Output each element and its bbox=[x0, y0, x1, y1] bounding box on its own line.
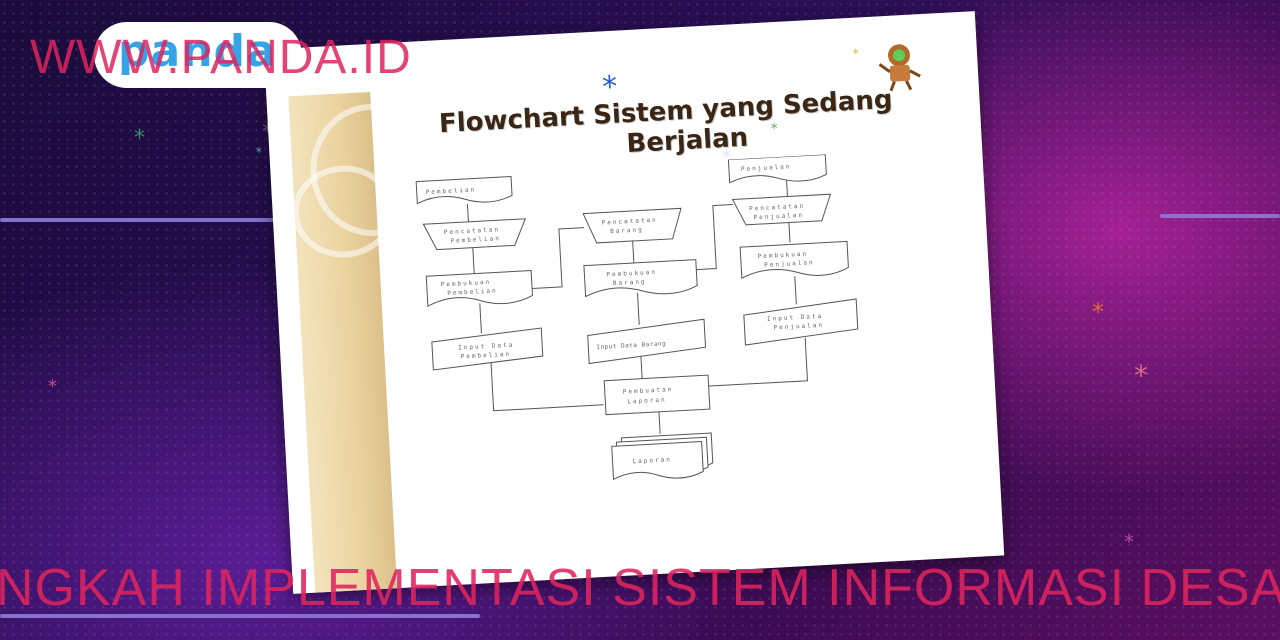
node-pembuatan-laporan-text-1: Pembuatan bbox=[623, 386, 674, 396]
node-penjualan bbox=[727, 153, 827, 184]
node-penjualan-text: Penjualan bbox=[741, 163, 792, 173]
node-pembukuan-penjualan-text-2: Penjualan bbox=[764, 259, 815, 269]
star-icon: * bbox=[256, 145, 262, 159]
node-input-data-penjualan-text-1: Input Data bbox=[767, 313, 823, 323]
node-pencatatan-penjualan-text-1: Pencatatan bbox=[749, 203, 805, 213]
flowchart-slide: * * * * Flowchart Sistem yang Sedang Ber… bbox=[263, 11, 1005, 594]
node-pencatatan-barang-text-1: Pencatatan bbox=[601, 217, 657, 227]
star-icon: * bbox=[852, 46, 860, 61]
panda-logo: panda bbox=[118, 26, 277, 77]
watermark-url: WWW.PANDA.ID bbox=[30, 31, 412, 84]
node-laporan-text: Laporan bbox=[632, 456, 672, 465]
node-laporan bbox=[611, 432, 714, 481]
node-pembukuan-barang-text-1: Pembukuan bbox=[606, 269, 657, 279]
star-icon: * bbox=[1124, 530, 1134, 554]
node-pencatatan-pembelian-text-2: Pembelian bbox=[450, 235, 501, 245]
node-input-data-pembelian-text-1: Input Data bbox=[458, 342, 514, 352]
node-pembukuan-barang bbox=[583, 259, 698, 298]
node-pembukuan-penjualan-text-1: Pembukuan bbox=[758, 251, 809, 261]
node-pembelian bbox=[415, 175, 513, 205]
node-pencatatan-pembelian bbox=[422, 218, 527, 251]
node-input-data-barang-text: Input Data Barang bbox=[596, 340, 666, 351]
node-pembukuan-penjualan bbox=[739, 240, 849, 279]
star-icon: * bbox=[48, 376, 57, 397]
node-pembukuan-pembelian-text-2: Pembelian bbox=[447, 287, 498, 297]
flowchart-diagram: Pembelian Pencatatan Pembelian Pembukuan… bbox=[415, 153, 859, 481]
bottom-caption: NGKAH IMPLEMENTASI SISTEM INFORMASI DESA bbox=[0, 559, 1280, 617]
node-pencatatan-barang bbox=[582, 207, 682, 244]
star-icon: * bbox=[1134, 359, 1148, 392]
node-pencatatan-penjualan-text-2: Penjualan bbox=[753, 212, 804, 222]
node-pembukuan-pembelian-text-1: Pembukuan bbox=[441, 279, 492, 289]
node-pembukuan-barang-text-2: Barang bbox=[613, 278, 647, 287]
node-pembukuan-pembelian bbox=[425, 269, 533, 307]
node-pencatatan-penjualan bbox=[731, 193, 832, 226]
logo-pill bbox=[94, 22, 302, 88]
node-pembuatan-laporan bbox=[603, 374, 711, 416]
star-icon: * bbox=[134, 126, 145, 151]
divider-line-right bbox=[1160, 214, 1280, 218]
node-pencatatan-barang-text-2: Barang bbox=[610, 226, 644, 235]
robot-icon bbox=[878, 44, 921, 92]
node-input-data-penjualan-text-2: Penjualan bbox=[773, 322, 824, 332]
divider-line-bottom bbox=[0, 614, 480, 618]
node-input-data-penjualan bbox=[743, 298, 859, 346]
node-input-data-pembelian-text-2: Pembelian bbox=[461, 351, 512, 361]
node-pembuatan-laporan-text-2: Laporan bbox=[627, 396, 667, 405]
node-pembelian-text: Pembelian bbox=[426, 186, 477, 196]
star-icon: * bbox=[1092, 298, 1104, 326]
node-pencatatan-pembelian-text-1: Pencatatan bbox=[444, 226, 500, 236]
divider-line-left bbox=[0, 218, 300, 222]
node-input-data-barang bbox=[587, 318, 707, 365]
node-input-data-pembelian bbox=[431, 327, 544, 371]
